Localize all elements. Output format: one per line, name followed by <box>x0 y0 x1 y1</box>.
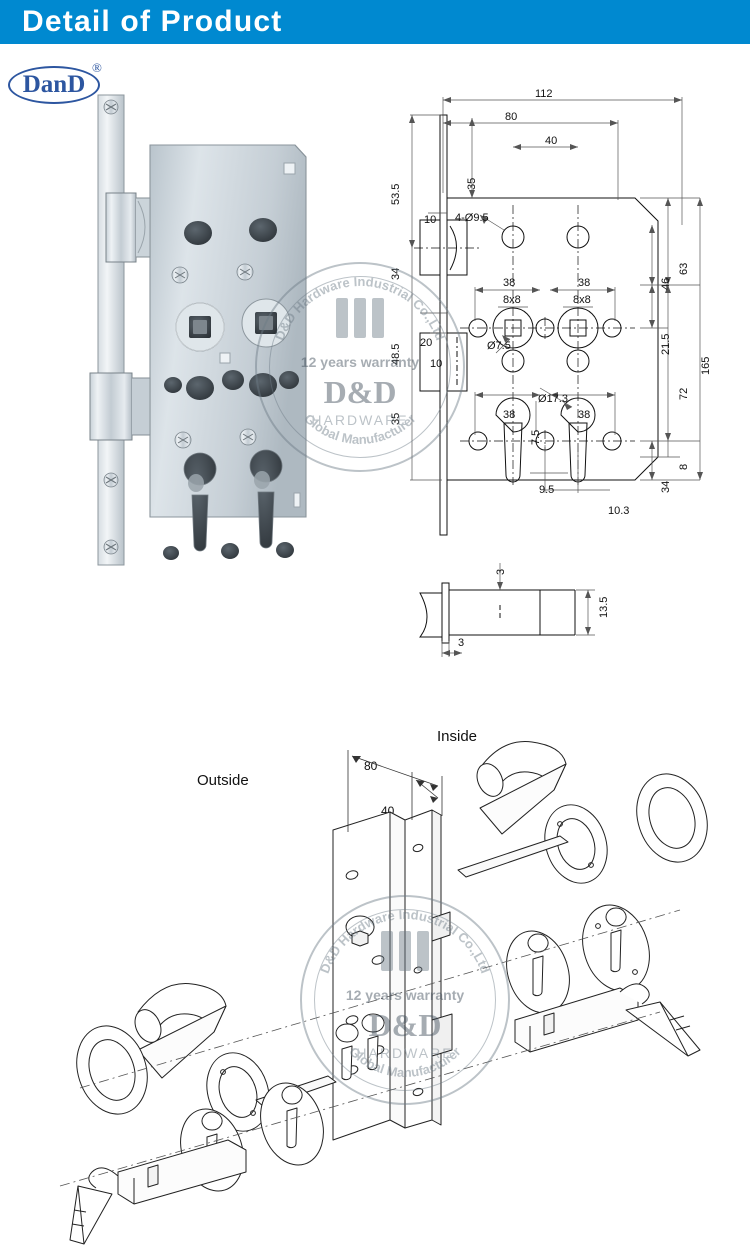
watermark-inner-ring <box>314 909 496 1091</box>
watermark-arc-text: D&D Hardware Industrial Co.,Ltd Global M… <box>272 274 448 447</box>
dim-centre-to-centre: 40 <box>545 135 558 147</box>
dim-spindle-spacing-right: 38 <box>578 277 591 289</box>
dim-forend-height: 13.5 <box>598 596 610 618</box>
mortise-lock-body-photo <box>70 95 330 565</box>
watermark-arc-text: D&D Hardware Industrial Co.,Ltd Global M… <box>317 907 493 1080</box>
dim-right-34: 34 <box>660 480 672 493</box>
watermark-upper: D&D Hardware Industrial Co.,Ltd Global M… <box>255 262 465 472</box>
dim-overall-width: 112 <box>535 88 553 100</box>
dim-faceplate-thickness: 10 <box>424 214 437 226</box>
dim-backset-total: 80 <box>505 111 518 123</box>
dim-cylinder-spacing-left: 38 <box>503 409 516 421</box>
dim-plate-thickness: 3 <box>495 568 507 575</box>
watermark-brand: D&D <box>323 374 397 410</box>
dim-right-8: 8 <box>678 463 690 470</box>
dim-right-72: 72 <box>678 387 690 400</box>
dim-faceplate-top: 53.5 <box>390 183 402 205</box>
dim-right-21-5: 21.5 <box>660 333 672 355</box>
dim-spindle-square-left: 8x8 <box>503 294 521 306</box>
watermark-outer-ring <box>255 262 465 472</box>
dim-cylinder-offset: 10.3 <box>608 505 630 517</box>
mortise-lock-dimension-drawing <box>409 97 703 645</box>
dim-right-63: 63 <box>678 262 690 275</box>
watermark-warranty: 12 years warranty <box>345 987 465 1003</box>
lock-assembly-exploded-diagram <box>60 720 708 1220</box>
brand-logo: DanD ® <box>8 60 108 106</box>
page-title: Detail of Product <box>22 5 283 38</box>
watermark-lower: D&D Hardware Industrial Co.,Ltd Global M… <box>300 895 510 1105</box>
dim-cylinder-neck: 7.5 <box>530 429 542 445</box>
dim-top-to-latch: 35 <box>466 177 478 190</box>
dim-right-46: 46 <box>660 277 672 290</box>
dim-cylinder-neck-width: 9.5 <box>539 484 555 496</box>
logo-ellipse-shape <box>8 66 100 104</box>
dim-spindle-spacing-left: 38 <box>503 277 516 289</box>
dim-spindle-square-right: 8x8 <box>573 294 591 306</box>
watermark-inner-ring <box>269 276 451 458</box>
header-banner: Detail of Product <box>0 0 750 44</box>
dim-overall-height: 165 <box>700 356 712 375</box>
label-inside: Inside <box>437 728 478 745</box>
watermark-logo-icon <box>381 931 429 971</box>
watermark-outer-ring <box>300 895 510 1105</box>
watermark-sub: HARDWARE <box>356 1045 454 1061</box>
watermark-warranty: 12 years warranty <box>300 354 420 370</box>
watermark-sub: HARDWARE <box>311 412 409 428</box>
dim-cylinder-dia: Ø17.3 <box>538 393 568 405</box>
watermark-logo-icon <box>336 298 384 338</box>
dim-fixing-holes: 4-Ø9.5 <box>455 212 489 224</box>
label-outside: Outside <box>197 772 249 789</box>
logo-text: DanD <box>22 71 86 98</box>
registered-trademark-icon: ® <box>92 60 102 75</box>
watermark-brand: D&D <box>368 1007 442 1043</box>
exploded-dim-80: 80 <box>364 759 378 773</box>
dim-cylinder-spacing-right: 38 <box>578 409 591 421</box>
dim-forend-thickness: 3 <box>458 637 465 649</box>
dim-screw-hole-dia: Ø7.5 <box>487 340 511 352</box>
